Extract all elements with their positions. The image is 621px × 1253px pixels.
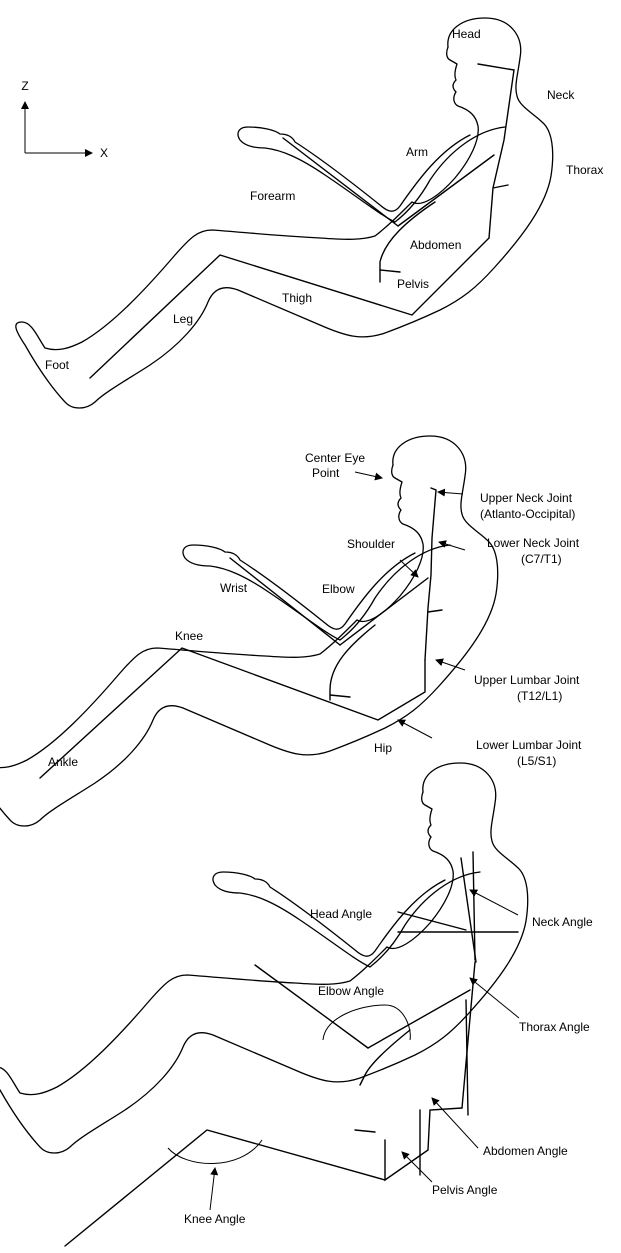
label-lower-neck-line1: Lower Neck Joint xyxy=(487,536,580,550)
label-wrist: Wrist xyxy=(220,581,248,595)
label-abdomen-angle: Abdomen Angle xyxy=(483,1144,568,1158)
label-leg: Leg xyxy=(173,312,193,326)
label-neck-angle: Neck Angle xyxy=(532,915,593,929)
label-upper-lumbar-line1: Upper Lumbar Joint xyxy=(474,673,580,687)
axis-indicator: Z X xyxy=(21,79,108,160)
label-upper-neck-line2: (Atlanto-Occipital) xyxy=(480,507,575,521)
label-knee-angle: Knee Angle xyxy=(184,1212,246,1226)
x-axis-label: X xyxy=(100,146,108,160)
label-ankle: Ankle xyxy=(48,755,78,769)
label-head-angle: Head Angle xyxy=(310,907,372,921)
label-thorax-angle: Thorax Angle xyxy=(519,1020,590,1034)
label-thigh: Thigh xyxy=(282,291,312,305)
label-knee: Knee xyxy=(175,629,203,643)
abdomen-angle-pointer xyxy=(432,1098,478,1148)
label-pelvis: Pelvis xyxy=(397,277,429,291)
lower-lumbar-pointer xyxy=(398,720,432,738)
label-upper-lumbar-line2: (T12/L1) xyxy=(517,689,562,703)
body-outline xyxy=(0,763,528,1153)
label-center-eye-line1: Center Eye xyxy=(305,451,365,465)
label-elbow: Elbow xyxy=(322,582,355,596)
label-center-eye-line2: Point xyxy=(312,466,340,480)
label-head: Head xyxy=(452,27,481,41)
label-thorax: Thorax xyxy=(566,163,603,177)
label-lower-lumbar-line2: (L5/S1) xyxy=(517,754,556,768)
label-shoulder: Shoulder xyxy=(347,537,395,551)
segment-links xyxy=(90,64,514,378)
label-abdomen: Abdomen xyxy=(410,238,461,252)
label-arm: Arm xyxy=(406,145,428,159)
label-foot: Foot xyxy=(45,358,70,372)
label-upper-neck-line1: Upper Neck Joint xyxy=(480,491,573,505)
neck-angle-pointer xyxy=(470,890,518,915)
label-hip: Hip xyxy=(374,741,392,755)
knee-angle-pointer xyxy=(210,1168,215,1210)
label-lower-neck-line2: (C7/T1) xyxy=(521,552,562,566)
elbow-angle-arc xyxy=(323,1005,410,1040)
panel-segments: Z X Head Neck Arm Thorax Forearm Abdomen… xyxy=(16,18,604,408)
panel-joints: Center Eye Point Upper Neck Joint (Atlan… xyxy=(0,436,582,826)
thorax-angle-pointer xyxy=(470,978,519,1018)
knee-angle-arc xyxy=(168,1140,262,1164)
joint-links xyxy=(40,488,442,778)
label-forearm: Forearm xyxy=(250,189,295,203)
label-elbow-angle: Elbow Angle xyxy=(318,984,384,998)
label-lower-lumbar-line1: Lower Lumbar Joint xyxy=(476,738,582,752)
label-neck: Neck xyxy=(547,88,575,102)
label-pelvis-angle: Pelvis Angle xyxy=(432,1183,498,1197)
panel-angles: Head Angle Neck Angle Elbow Angle Thorax… xyxy=(0,763,593,1246)
center-eye-pointer xyxy=(355,472,382,478)
upper-neck-pointer xyxy=(438,492,463,494)
body-outline xyxy=(16,18,553,408)
pelvis-angle-pointer xyxy=(402,1152,432,1182)
z-axis-label: Z xyxy=(21,79,28,93)
